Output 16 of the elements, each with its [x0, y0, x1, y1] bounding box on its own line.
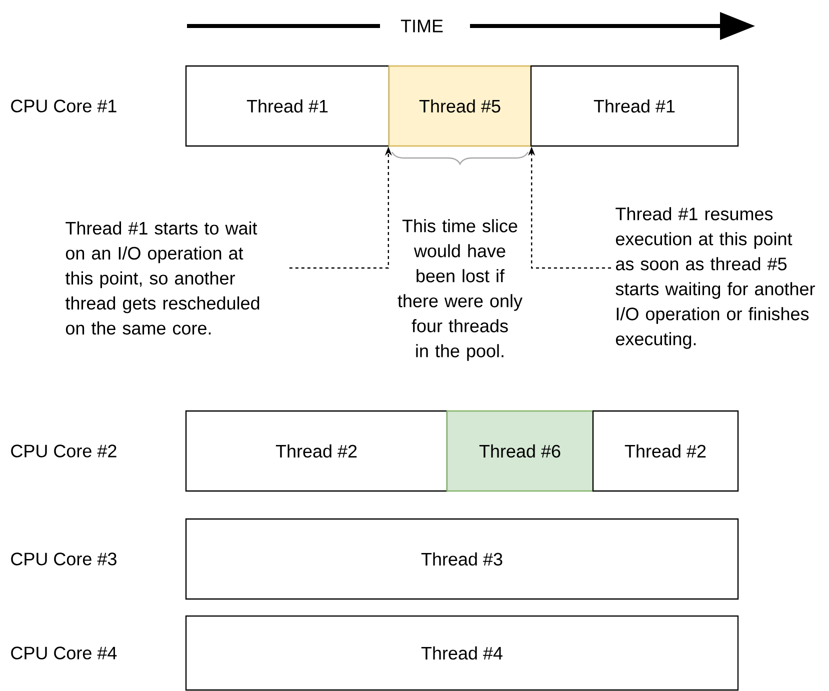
thread-box: Thread #6 [446, 410, 594, 492]
core-label: CPU Core #2 [11, 444, 116, 458]
thread-box: Thread #1 [185, 65, 390, 147]
thread-box: Thread #1 [530, 65, 739, 147]
thread-box: Thread #5 [388, 65, 532, 147]
note-text: Thread #1 starts to wait on an I/O operation at this point, so another thread gets rescheduled on the same core. [65, 221, 260, 335]
thread-box: Thread #2 [592, 410, 739, 492]
thread-box: Thread #3 [185, 518, 739, 600]
core-label: CPU Core #4 [11, 646, 117, 660]
thread-box: Thread #4 [185, 615, 739, 691]
thread-box: Thread #2 [185, 410, 448, 492]
core-label: CPU Core #3 [11, 552, 116, 566]
axis-label: TIME [400, 20, 443, 32]
note-text: Thread #1 resumes execution at this point as soon as thread #5 starts waiting for another I/O operation or finishes executing. [616, 207, 815, 349]
core-label: CPU Core #1 [11, 100, 116, 112]
note-text: This time slice would have been lost if there were only four threads in the pool. [398, 219, 522, 361]
